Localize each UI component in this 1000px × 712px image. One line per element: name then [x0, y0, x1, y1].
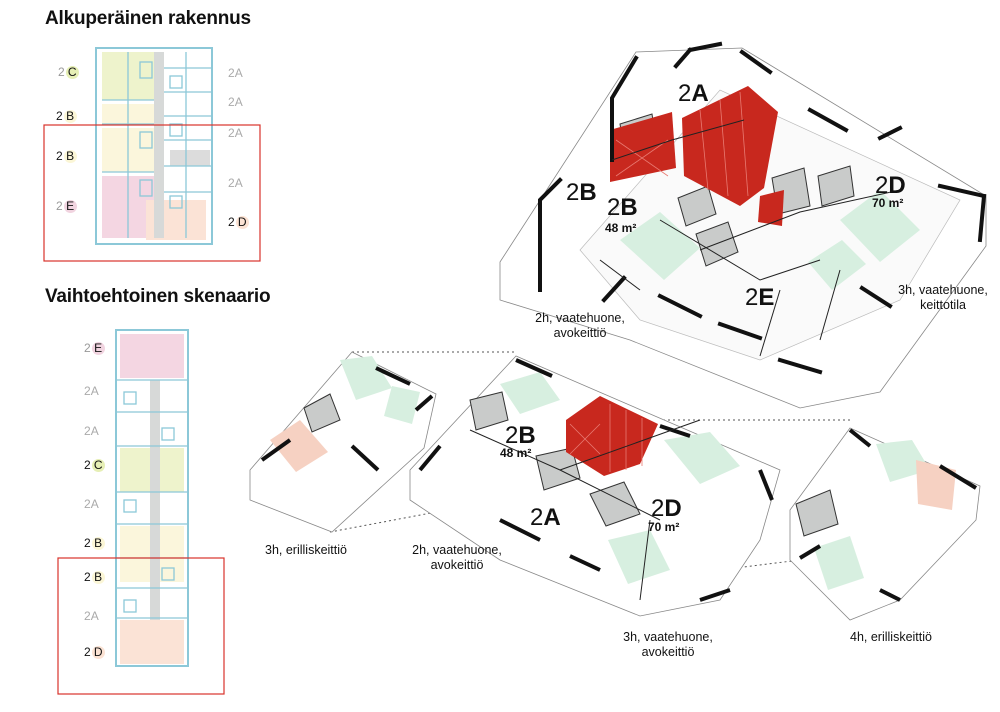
axo-bottom-label-2d: 2D [651, 495, 682, 522]
axonometric-small-left [249, 351, 437, 533]
heading-alternative: Vaihtoehtoinen skenaario [45, 286, 271, 307]
floor-plan-alternative [57, 329, 225, 695]
highlight-frame-top [43, 124, 261, 262]
axonometric-top [499, 41, 987, 409]
axo-top-label-2a: 2A [678, 80, 709, 107]
floor-plan-original [43, 47, 261, 262]
plan-top-unit-2a-3: 2A [228, 126, 243, 140]
axo-bottom-label-2a: 2A [530, 504, 561, 531]
axo-top-area-2d: 70 m² [872, 196, 904, 210]
axonometric-bottom-main [409, 355, 781, 617]
heading-original: Alkuperäinen rakennus [45, 8, 251, 29]
caption-top-right: 3h, vaatehuone, keittotila [898, 283, 988, 312]
plan-bottom-unit-2a-4: 2A [84, 609, 99, 623]
highlight-frame-bottom [57, 557, 225, 695]
axo-top-label-2d: 2D [875, 172, 906, 199]
axo-top-label-2b: 2B [607, 194, 638, 221]
axonometric-small-right [789, 427, 981, 621]
axo-top-label-2e: 2E [745, 284, 775, 311]
axo-bottom-label-2b: 2B [505, 422, 536, 449]
caption-bottom-right: 4h, erilliskeittiö [850, 630, 932, 644]
plan-bottom-unit-2a-1: 2A [84, 384, 99, 398]
axo-bottom-area-2d: 70 m² [648, 520, 680, 534]
plan-top-unit-2a-4: 2A [228, 176, 243, 190]
axo-top-area-2b: 48 m² [605, 221, 637, 235]
plan-top-unit-2a-1: 2A [228, 66, 243, 80]
caption-bottom-center: 3h, vaatehuone, avokeittiö [623, 630, 713, 659]
connector-lines [329, 351, 850, 571]
caption-top-left: 2h, vaatehuone, avokeittiö [535, 311, 625, 340]
plan-bottom-unit-2a-3: 2A [84, 497, 99, 511]
caption-bottom-far-left: 3h, erilliskeittiö [265, 543, 347, 557]
axo-top-label-2b-left: 2B [566, 179, 597, 206]
plan-top-unit-2a-2: 2A [228, 95, 243, 109]
axo-bottom-area-2b: 48 m² [500, 446, 532, 460]
plan-bottom-unit-2a-2: 2A [84, 424, 99, 438]
caption-bottom-left: 2h, vaatehuone, avokeittiö [412, 543, 502, 572]
